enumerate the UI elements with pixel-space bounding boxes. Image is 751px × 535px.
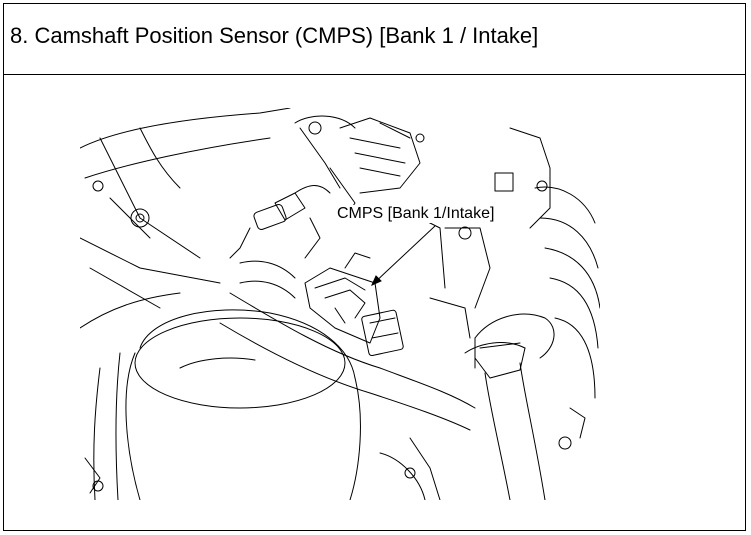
header-row: 8. Camshaft Position Sensor (CMPS) [Bank… — [4, 4, 745, 75]
engine-illustration — [80, 108, 600, 500]
cmps-callout-label: CMPS [Bank 1/Intake] — [335, 205, 497, 223]
document-frame: 8. Camshaft Position Sensor (CMPS) [Bank… — [3, 3, 746, 531]
page-title: 8. Camshaft Position Sensor (CMPS) [Bank… — [10, 23, 539, 48]
